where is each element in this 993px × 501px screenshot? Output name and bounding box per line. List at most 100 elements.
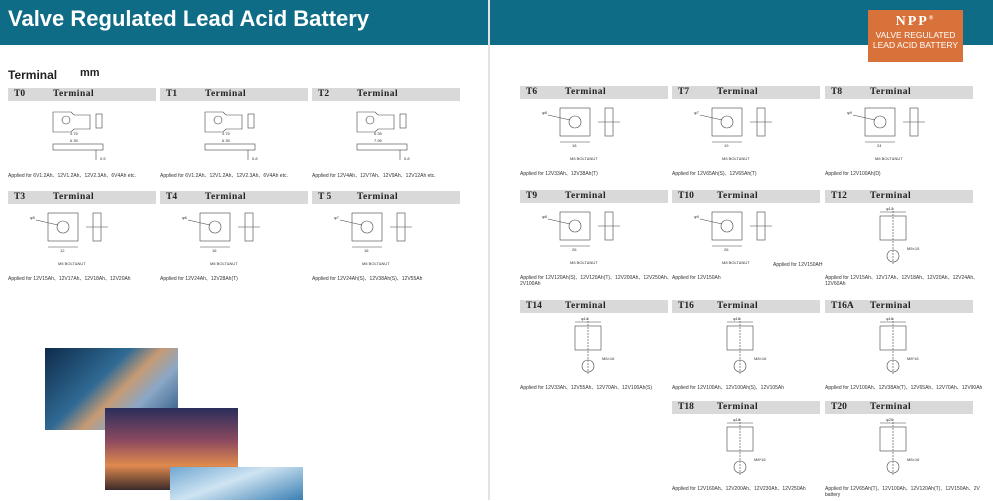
bolt-hole [720,219,734,233]
post-thread-label: M6×16 [602,356,615,361]
bolt-hole [208,220,222,234]
applied-for-text: Applied for 12V15Ah、12V17Ah、12V18Ah、12V2… [825,275,979,287]
terminal-code: T0 [14,89,26,99]
hole-leader [699,218,723,225]
hole-leader [852,114,876,121]
terminal-plate [711,211,743,241]
applied-for-text: Applied for 12V150Ah [672,275,721,281]
bolt-spec-label: M6 BOLT&NUT [570,260,598,265]
faston-outline [52,111,91,133]
terminal-code: T8 [831,87,843,97]
applied-for-text: Applied for 12V65Ah(S)、12V65Ah(T) [672,171,757,177]
post-thread-label: M8*16 [754,457,766,462]
applied-for-text: Applied for 12V100Ah、12V38Ah(T)、12V65Ah、… [825,385,983,391]
bolt-hole [56,220,70,234]
terminal-drawing: 6.35 7.95 0.8 [356,111,410,161]
bolt-hole [720,115,734,129]
terminal-label: Terminal [717,87,759,97]
faston-hole [213,115,223,125]
terminal-label: Terminal [717,301,759,311]
section-title: Terminal [8,68,58,82]
header-band-left [0,0,488,45]
bolt-spec-label: M6 BOLT&NUT [210,261,238,266]
dim-size-label: 26 [724,247,729,252]
hole-diameter-label: φ7 [334,215,340,220]
faston-tab-side [247,113,255,129]
faston-outline [204,111,243,133]
dim-width-label: 6.35 [374,131,383,136]
terminal-drawing: 4.756.350.8 [204,111,258,161]
hole-diameter-label: φ9 [847,110,853,115]
faston-hole [61,115,71,125]
dim-thickness-label: 0.8 [404,156,410,161]
terminal-plate [47,212,79,242]
post-diameter-label: φ16 [733,316,741,321]
dim-length-label: 7.95 [374,138,383,143]
terminal-label: Terminal [717,191,759,201]
hole-diameter-label: φ5 [30,215,36,220]
dim-size-label: 26 [572,247,577,252]
terminal-code: T 5 [318,192,332,202]
post-diameter-label: φ14 [581,316,589,321]
bolt-spec-label: M6 BOLT&NUT [570,156,598,161]
terminal-plate [559,107,591,137]
post-diameter-label: φ12 [886,206,894,211]
terminal-label: Terminal [53,192,95,202]
post-thread-label: M5×15 [907,246,920,251]
bolt-hole [360,220,374,234]
faston-tab-bottom [204,143,256,151]
terminal-plate [199,212,231,242]
extra-applied-note: Applied for 12V150AH [773,262,823,268]
dim-size-label: 16 [212,248,217,253]
faston-tab-side [399,113,407,129]
post-diameter-label: φ18 [733,417,741,422]
terminal-code: T7 [678,87,690,97]
bolt-spec-label: M5 BOLT&NUT [58,261,86,266]
hole-leader [187,219,211,226]
terminal-code: T10 [678,191,694,201]
dim-width-label: 4.75 [222,131,231,136]
bolt-hole [568,115,582,129]
applied-for-text: Applied for 12V24Ah(S)、12V38Ah(S)、12V55A… [312,276,423,282]
hole-diameter-label: φ9 [694,214,700,219]
terminal-label: Terminal [565,87,607,97]
units-label: mm [80,67,100,79]
applied-for-text: Applied for 12V120Ah(S)、12V120Ah(T)、12V2… [520,275,672,287]
dim-thickness-label: 0.5 [100,156,106,161]
faston-outline [356,111,395,133]
dim-size-label: 16 [364,248,369,253]
terminal-code: T16A [831,301,854,311]
logo-line-1: VALVE REGULATED [875,30,956,40]
faston-tab-side [95,113,103,129]
applied-for-text: Applied for 12V4Ah、12V7Ah、12V9Ah、12V12Ah… [312,173,436,179]
bolt-spec-label: M6 BOLT&NUT [722,156,750,161]
terminal-label: Terminal [870,301,912,311]
page-spine [488,0,490,500]
post-diameter-label: φ20 [886,417,894,422]
dim-size-label: 24 [877,143,882,148]
post-nut [886,249,900,263]
